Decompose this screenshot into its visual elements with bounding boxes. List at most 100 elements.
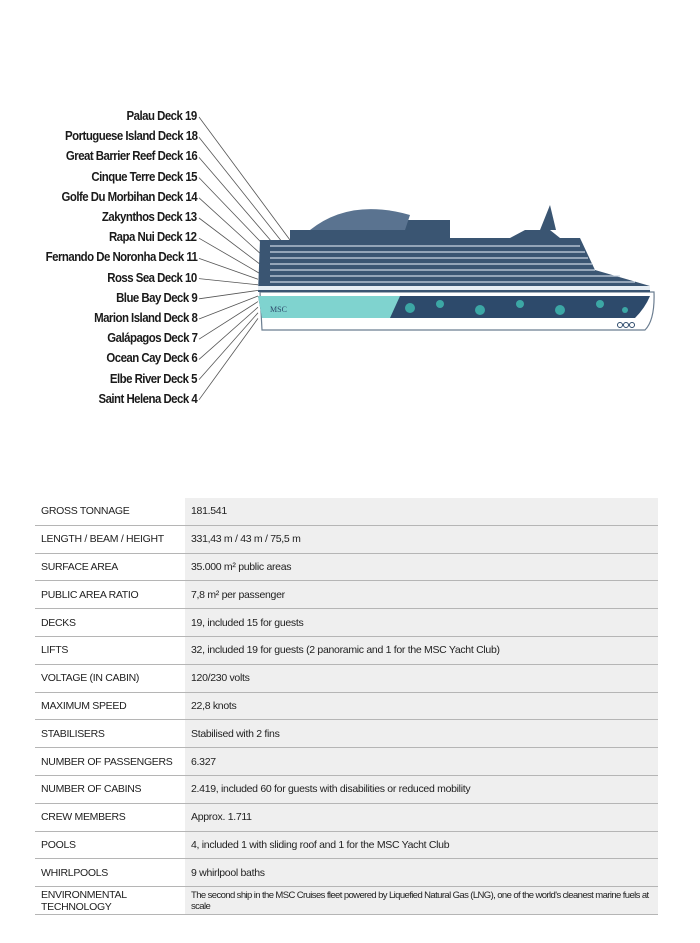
deck-label: Rapa Nui Deck 12 xyxy=(109,229,197,245)
spec-label: CREW MEMBERS xyxy=(35,803,185,832)
leader-line xyxy=(198,197,271,263)
deck-name: Golfe Du Morbihan xyxy=(61,188,155,204)
table-row: VOLTAGE (IN CABIN)120/230 volts xyxy=(35,664,658,693)
deck-name: Ocean Cay xyxy=(106,350,161,366)
deck-number: Deck 13 xyxy=(157,209,197,224)
deck-name: Rapa Nui xyxy=(109,229,155,245)
deck-label: Ocean Cay Deck 6 xyxy=(106,350,197,366)
spec-label: GROSS TONNAGE xyxy=(35,498,185,526)
spec-label: WHIRLPOOLS xyxy=(35,858,185,888)
deck-label: Golfe Du Morbihan Deck 14 xyxy=(61,189,197,205)
deck-number: Deck 19 xyxy=(157,108,197,123)
spec-value: 2.419, included 60 for guests with disab… xyxy=(185,775,658,804)
leader-line xyxy=(198,290,259,300)
deck-name: Elbe River xyxy=(109,370,161,386)
deck-label: Elbe River Deck 5 xyxy=(109,370,198,387)
deck-label: Portuguese Island Deck 18 xyxy=(64,128,198,144)
deck-number: Deck 7 xyxy=(163,330,197,346)
superstructure xyxy=(258,220,650,292)
deck-number: Deck 8 xyxy=(163,310,197,325)
spec-value: 19, included 15 for guests xyxy=(185,608,658,637)
spec-value: 181.541 xyxy=(185,498,658,526)
deck-label: Blue Bay Deck 9 xyxy=(115,289,198,306)
deck-name: Cinque Terre xyxy=(91,168,155,184)
deck-number: Deck 15 xyxy=(157,168,197,184)
deck-label: Saint Helena Deck 4 xyxy=(98,391,197,407)
spec-value: 120/230 volts xyxy=(185,664,658,693)
leader-line xyxy=(198,278,259,286)
deck-name: Fernando De Noronha xyxy=(45,249,156,265)
deck-number: Deck 10 xyxy=(157,269,197,285)
leader-line xyxy=(198,318,259,401)
deck-name: Saint Helena xyxy=(98,390,161,406)
deck-name: Portuguese Island xyxy=(64,128,156,144)
spec-value: 7,8 m² per passenger xyxy=(185,580,658,610)
spec-label: SURFACE AREA xyxy=(35,553,185,582)
spec-label: ENVIRONMENTAL TECHNOLOGY xyxy=(35,886,185,915)
deck-label: Marion Island Deck 8 xyxy=(93,310,198,326)
leader-line xyxy=(198,258,259,280)
deck-name: Zakynthos xyxy=(102,209,155,224)
spec-label: DECKS xyxy=(35,608,185,637)
deck-name: Blue Bay xyxy=(115,289,161,305)
spec-value: 22,8 knots xyxy=(185,692,658,721)
leader-line xyxy=(198,312,259,380)
leader-line xyxy=(198,237,261,274)
leader-line xyxy=(198,306,259,360)
spec-value: Stabilised with 2 fins xyxy=(185,719,658,749)
deck-label: Palau Deck 19 xyxy=(126,108,198,124)
spec-label: PUBLIC AREA RATIO xyxy=(35,580,185,610)
deck-name: Great Barrier Reef xyxy=(65,148,156,164)
spec-value: 32, included 19 for guests (2 panoramic … xyxy=(185,636,658,665)
spec-label: MAXIMUM SPEED xyxy=(35,692,185,721)
spec-value: Approx. 1.711 xyxy=(185,803,658,832)
deck-label: Ross Sea Deck 10 xyxy=(108,269,198,286)
spec-value: 35.000 m² public areas xyxy=(185,553,658,582)
leader-line xyxy=(198,301,259,340)
deck-number: Deck 12 xyxy=(157,229,197,245)
deck-number: Deck 4 xyxy=(163,390,197,406)
spec-value: 9 whirlpool baths xyxy=(185,858,658,888)
spec-value: The second ship in the MSC Cruises fleet… xyxy=(185,886,658,915)
spec-label: NUMBER OF CABINS xyxy=(35,775,185,804)
deck-number: Deck 18 xyxy=(157,128,197,144)
deck-leader-lines xyxy=(198,116,291,401)
spec-label: VOLTAGE (IN CABIN) xyxy=(35,664,185,693)
deck-name: Palau xyxy=(126,108,155,123)
leader-line xyxy=(198,157,281,252)
deck-label: Zakynthos Deck 13 xyxy=(102,209,197,225)
deck-label: Great Barrier Reef Deck 16 xyxy=(65,148,198,164)
spec-label: POOLS xyxy=(35,831,185,860)
leader-line xyxy=(198,116,291,241)
leader-line xyxy=(198,295,259,320)
spec-label: LIFTS xyxy=(35,636,185,665)
deck-number: Deck 5 xyxy=(163,370,197,386)
ship-illustration: MSC xyxy=(258,205,655,331)
spec-label: NUMBER OF PASSENGERS xyxy=(35,747,185,776)
leader-line xyxy=(198,217,266,269)
deck-label: Fernando De Noronha Deck 11 xyxy=(45,249,197,265)
deck-name: Marion Island xyxy=(93,310,161,325)
deck-label: Galápagos Deck 7 xyxy=(106,330,198,346)
ship-logo: MSC xyxy=(270,305,287,314)
deck-number: Deck 11 xyxy=(158,249,197,265)
deck-name: Galápagos xyxy=(106,330,161,346)
deck-number: Deck 6 xyxy=(163,350,197,366)
deck-number: Deck 16 xyxy=(157,148,197,164)
spec-value: 4, included 1 with sliding roof and 1 fo… xyxy=(185,831,658,860)
deck-number: Deck 14 xyxy=(157,188,197,204)
